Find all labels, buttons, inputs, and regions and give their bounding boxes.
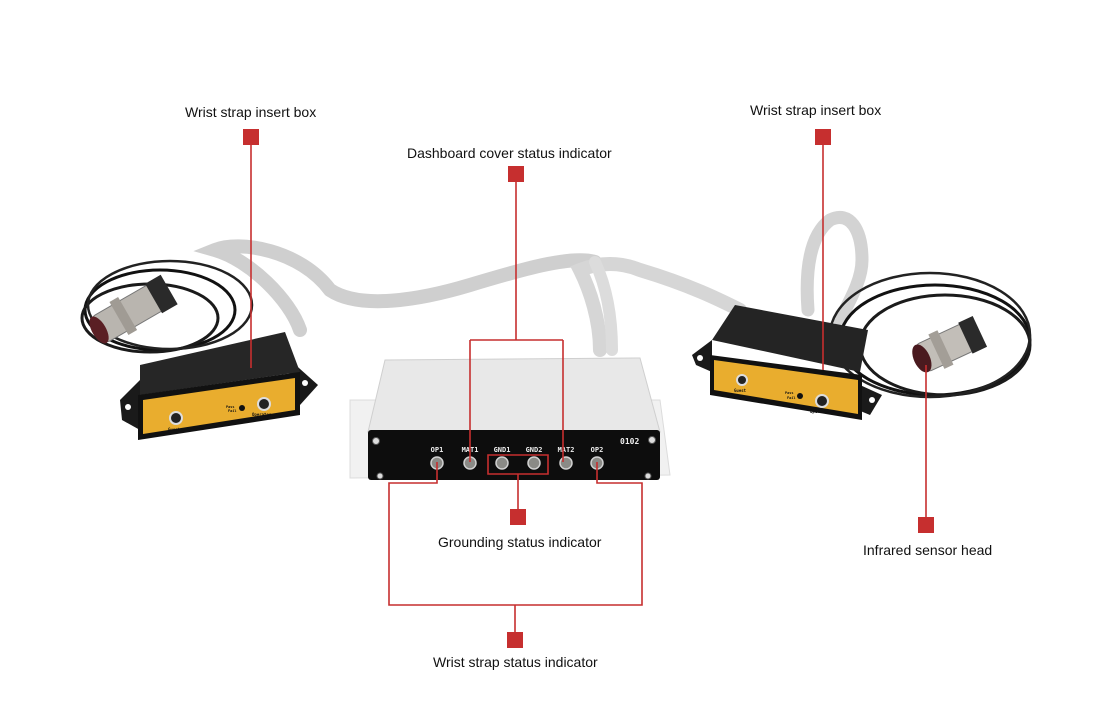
ribbon-cable-left [193,239,602,337]
ribbon-cables [193,211,869,357]
left-infrared-sensor [80,259,254,354]
operator-jack-label: Operator [252,412,272,417]
ribbon-cable-center-2 [589,256,618,356]
callout-lines [250,145,927,633]
guest-jack-label: Guest [734,388,747,393]
ribbon-cable-right [800,211,869,327]
port-label-gnd1: GND1 [494,446,511,454]
callout-marker-wrist-strap-status [507,632,523,648]
callout-line-wrist-strap-status [388,462,643,633]
guest-jack [169,411,183,425]
ribbon-cable-center [570,257,747,357]
controller-top-cover [367,357,661,433]
label-infrared-sensor: Infrared sensor head [863,542,993,558]
callout-marker-dashboard-cover [508,166,524,182]
guest-jack [736,374,748,386]
callout-marker-infrared [918,517,934,533]
port-label-op2: OP2 [591,446,604,454]
left-sensor-nut [109,297,138,335]
led-label-pass: Pass [785,391,793,395]
panel-screw [648,436,656,444]
led-label-fail: Fail [787,396,795,400]
mount-hole [302,380,308,386]
port-label-mat2: MAT2 [558,446,575,454]
label-grounding: Grounding status indicator [438,534,602,550]
callout-line-dashboard-cover [469,182,564,462]
label-dashboard-cover: Dashboard cover status indicator [407,145,612,161]
left-box-top [140,332,300,395]
left-insert-box: Guest Pass Fail Operator [120,332,318,440]
callout-marker-grounding [510,509,526,525]
right-box-top [712,305,868,372]
pass-fail-led [797,393,803,399]
callout-marker-left-insert-box [243,129,259,145]
port-label-gnd2: GND2 [526,446,543,454]
left-sensor-lens [89,316,109,344]
panel-screw [644,472,652,480]
port-led-gnd1 [495,456,509,470]
right-sensor-nut [928,330,954,369]
port-led-mat2 [559,456,573,470]
right-sensor-cap [958,315,988,354]
label-wrist-strap-status: Wrist strap status indicator [433,654,598,670]
right-insert-box: Guest Pass Fail Operator [692,305,882,420]
operator-jack-label: Operator [810,409,830,414]
left-sensor-cable-loop-3 [86,259,254,351]
led-label-pass: Pass [226,405,234,409]
mount-hole [697,355,703,361]
left-sensor-cap [145,274,178,314]
operator-jack [257,397,271,411]
panel-screw [372,437,380,445]
callout-line-grounding [487,454,549,510]
controller-model-number: 0102 [620,437,639,446]
panel-screw [376,472,384,480]
label-left-insert-box: Wrist strap insert box [185,104,317,120]
led-label-fail: Fail [228,409,236,413]
mount-hole [125,404,131,410]
pass-fail-led [239,405,245,411]
port-label-op1: OP1 [431,446,444,454]
guest-jack-label: Guest [168,427,181,432]
callout-markers [243,129,934,648]
mount-hole [869,397,875,403]
label-right-insert-box: Wrist strap insert box [750,102,882,118]
port-led-gnd2 [527,456,541,470]
callout-marker-right-insert-box [815,129,831,145]
operator-jack [815,394,829,408]
